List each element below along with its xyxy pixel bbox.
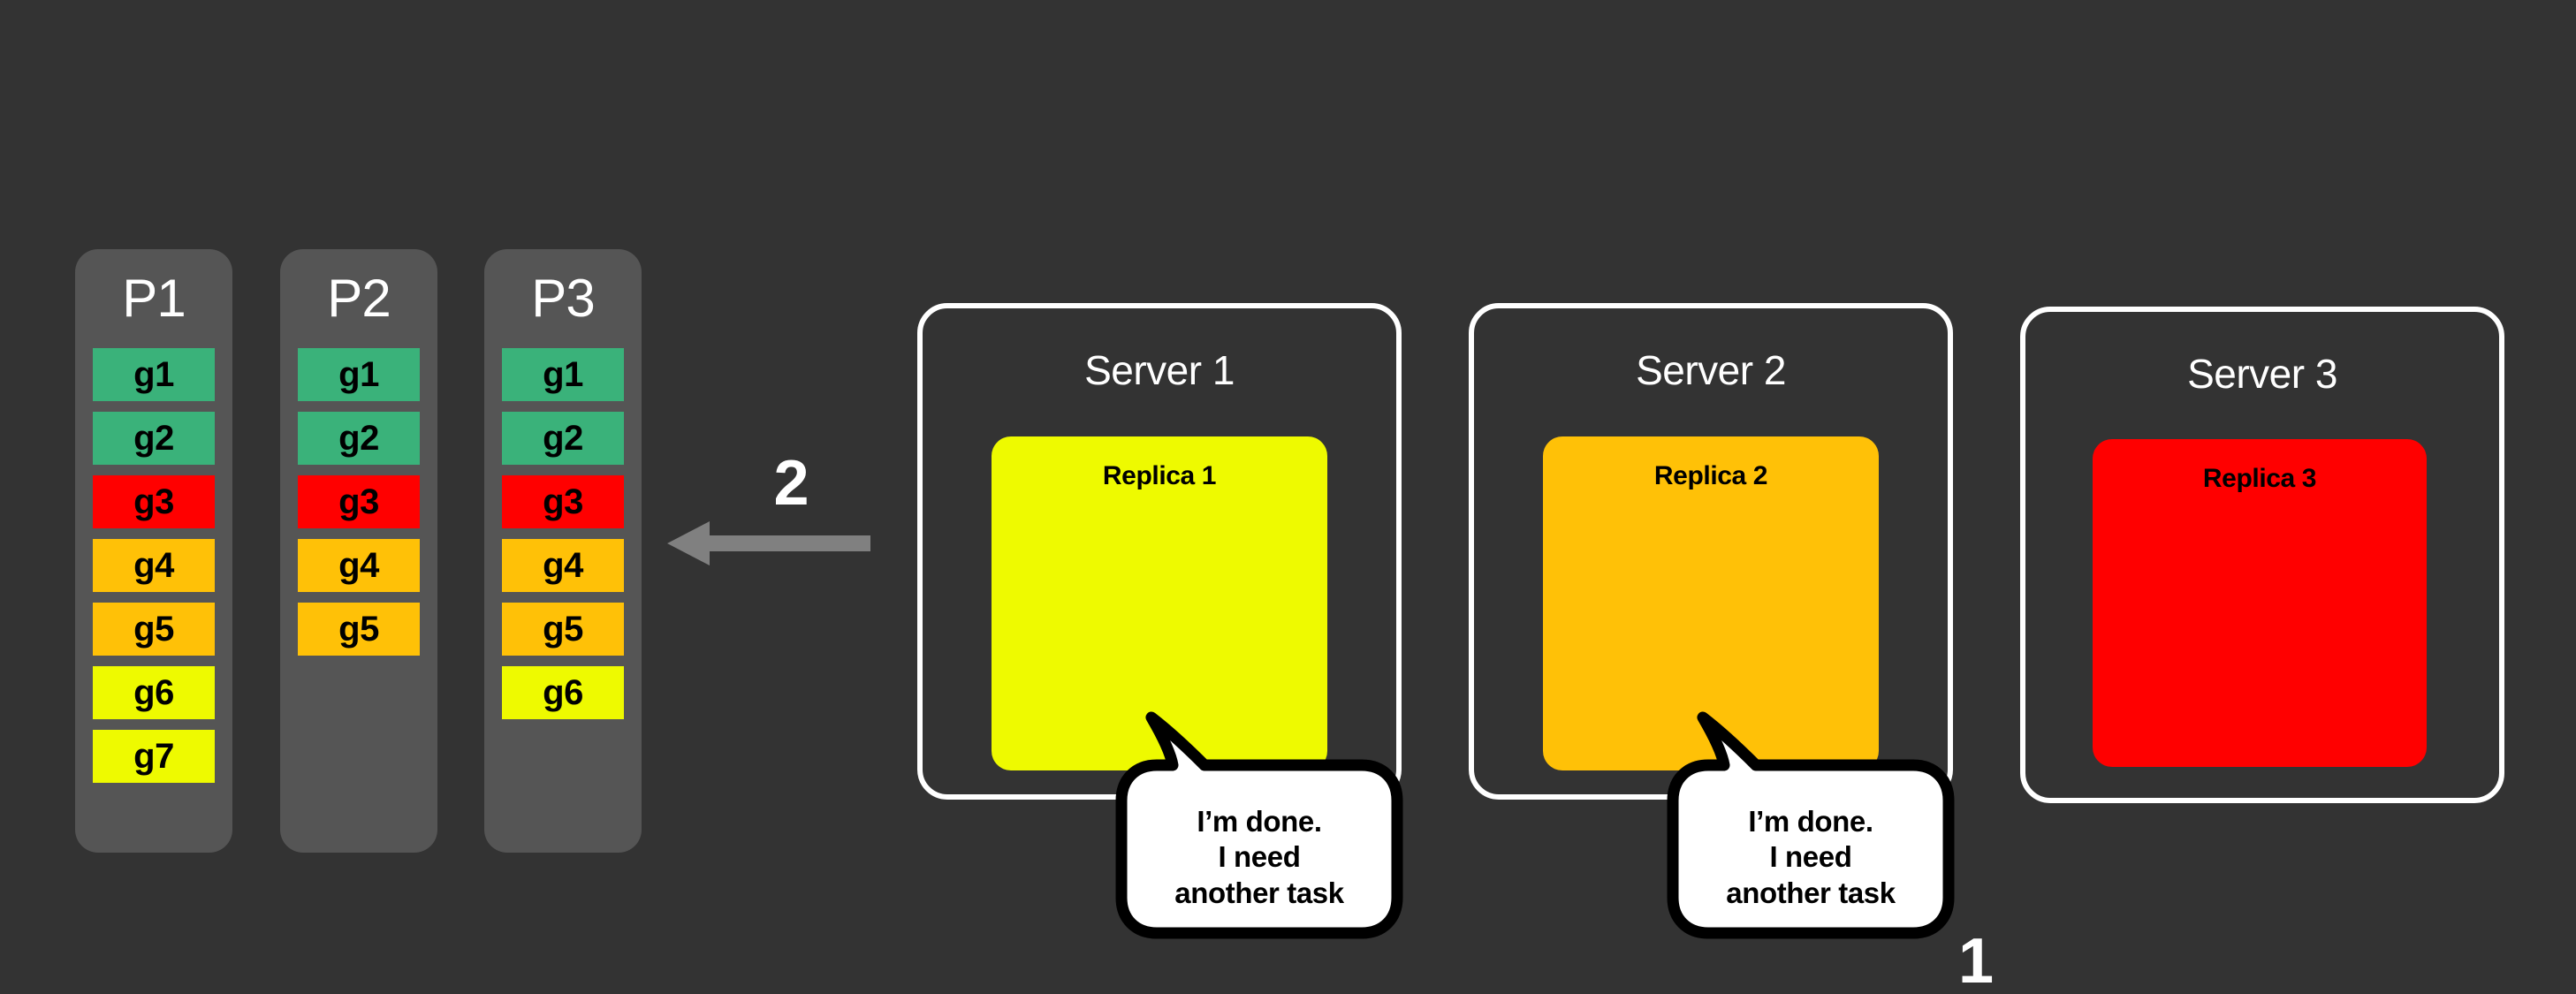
server-2-title: Server 2 [1636,347,1786,393]
partition-p1-title: P1 [122,269,186,328]
task-label: g4 [543,546,583,585]
task-label: g4 [133,546,174,585]
rebalance-arrow [667,521,870,565]
partition-p1: P1 g1 g2 g3 g4 g5 g6 g7 [75,249,232,853]
task-block[interactable]: g3 [298,475,420,528]
task-label: g5 [543,610,583,649]
task-label: g1 [543,355,583,394]
task-block[interactable]: g3 [93,475,215,528]
partition-p3-title: P3 [531,269,595,328]
task-label: g3 [133,482,174,521]
replica-3-box[interactable]: Replica 3 [2093,439,2427,767]
task-label: g2 [133,419,174,458]
speech-bubble-shape [1667,711,1955,939]
task-label: g6 [543,673,583,712]
partition-p3: P3 g1 g2 g3 g4 g5 g6 [484,249,642,853]
task-block[interactable]: g4 [298,539,420,592]
server-1-title: Server 1 [1084,347,1235,393]
task-block[interactable]: g1 [298,348,420,401]
task-label: g5 [338,610,379,649]
task-block[interactable]: g6 [502,666,624,719]
server-1-bubble-text: I’m done. I need another task [1174,805,1344,909]
task-label: g5 [133,610,174,649]
partition-p2: P2 g1 g2 g3 g4 g5 [280,249,437,853]
arrow-left-icon [667,521,870,565]
step-1-label: 1 [1958,926,1994,994]
task-label: g1 [133,355,174,394]
partition-p3-task-stack: g1 g2 g3 g4 g5 g6 [502,348,624,730]
partition-p2-title: P2 [327,269,391,328]
task-block[interactable]: g5 [502,603,624,656]
replica-1-box[interactable]: Replica 1 [992,436,1327,770]
step-2-label: 2 [773,448,809,519]
task-block[interactable]: g2 [502,412,624,465]
task-label: g6 [133,673,174,712]
task-block[interactable]: g6 [93,666,215,719]
task-label: g2 [338,419,379,458]
task-label: g1 [338,355,379,394]
partition-p1-task-stack: g1 g2 g3 g4 g5 g6 g7 [93,348,215,793]
replica-1-label: Replica 1 [1102,461,1217,490]
server-1-speech-bubble: I’m done. I need another task [1109,711,1410,944]
task-block[interactable]: g5 [93,603,215,656]
speech-bubble-shape [1115,711,1403,939]
replica-2-label: Replica 2 [1653,461,1768,490]
task-block[interactable]: g4 [502,539,624,592]
task-block[interactable]: g1 [502,348,624,401]
task-block[interactable]: g2 [298,412,420,465]
task-label: g4 [338,546,379,585]
task-block[interactable]: g1 [93,348,215,401]
task-label: g7 [133,737,174,776]
server-3-title: Server 3 [2187,351,2337,397]
partition-p2-task-stack: g1 g2 g3 g4 g5 [298,348,420,666]
task-label: g3 [338,482,379,521]
task-label: g3 [543,482,583,521]
task-block[interactable]: g5 [298,603,420,656]
server-3-frame [2020,307,2504,803]
server-2-speech-bubble: I’m done. I need another task [1660,711,1961,944]
task-block[interactable]: g3 [502,475,624,528]
task-label: g2 [543,419,583,458]
replica-3-label: Replica 3 [2202,464,2317,493]
server-2-bubble-text: I’m done. I need another task [1726,805,1896,909]
replica-2-box[interactable]: Replica 2 [1543,436,1879,770]
task-block[interactable]: g2 [93,412,215,465]
task-block[interactable]: g7 [93,730,215,783]
task-block[interactable]: g4 [93,539,215,592]
